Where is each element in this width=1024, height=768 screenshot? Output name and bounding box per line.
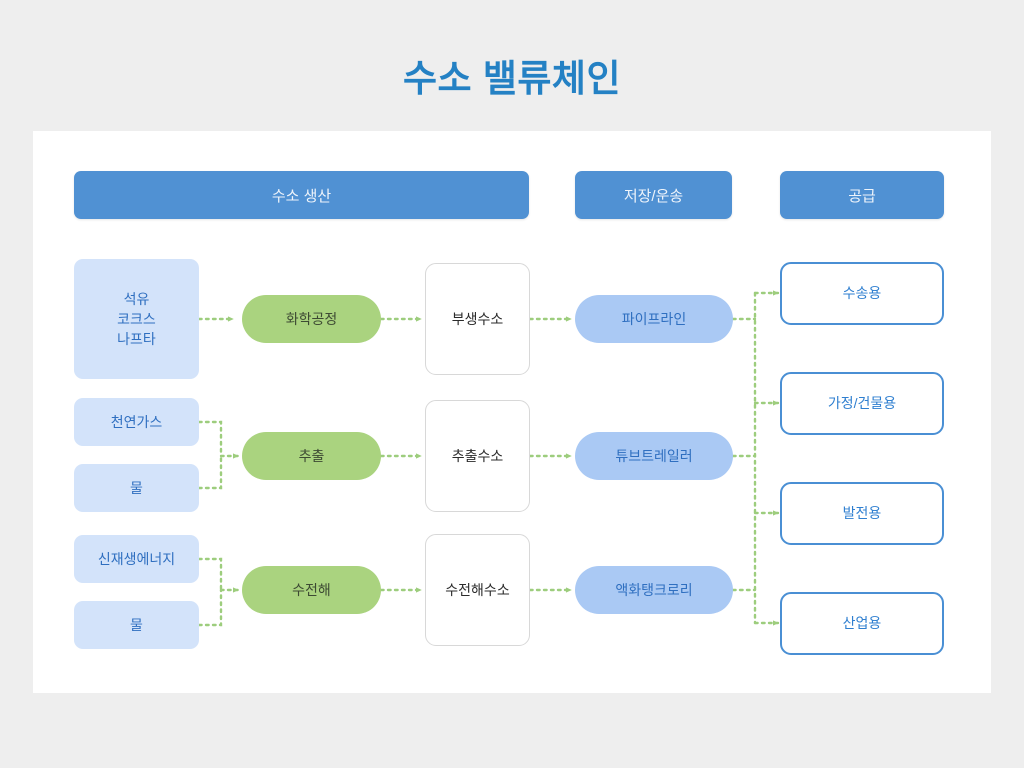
node-label-oil-coke-naphtha: 석유 코크스 나프타: [117, 290, 156, 348]
phase-label-production: 수소 생산: [271, 187, 332, 205]
node-label-home-building: 가정/건물용: [827, 395, 897, 412]
node-transport-liquid-tank-lorry[interactable]: 액화탱크로리: [575, 566, 733, 614]
node-feedstock-water-extraction[interactable]: 물: [74, 464, 199, 512]
connector-layer: [197, 290, 780, 627]
phase-label-supply: 공급: [848, 187, 876, 205]
diagram-card: 수소 생산 저장/운송 공급 석유 코크스 나프타 천연가스 물 신재생에너지: [33, 131, 991, 693]
node-label-power-generation: 발전용: [842, 505, 882, 522]
node-label-electrolysis: 수전해: [292, 581, 331, 598]
node-process-chemical-process[interactable]: 화학공정: [242, 295, 381, 343]
edge-gas-to-bus2: [197, 420, 223, 458]
node-feedstock-water-electrolysis[interactable]: 물: [74, 601, 199, 649]
node-label-extraction: 추출: [298, 447, 325, 464]
node-label-renewable-energy: 신재생에너지: [97, 550, 176, 567]
phase-bar-production[interactable]: 수소 생산: [74, 171, 529, 219]
node-usage-power-generation[interactable]: 발전용: [780, 482, 944, 545]
node-usage-transportation[interactable]: 수송용: [780, 262, 944, 325]
node-label-byproduct-hydrogen: 부생수소: [451, 310, 504, 327]
node-product-electrolytic-hydrogen[interactable]: 수전해수소: [425, 534, 530, 646]
node-label-water-electrolysis: 물: [130, 616, 143, 633]
node-process-electrolysis[interactable]: 수전해: [242, 566, 381, 614]
edge-renewable-to-bus3: [197, 557, 223, 592]
edge-water1-to-bus2: [197, 454, 223, 490]
hydrogen-value-chain-diagram: 수소 생산 저장/운송 공급 석유 코크스 나프타 천연가스 물 신재생에너지: [33, 131, 991, 693]
node-label-chemical-process: 화학공정: [285, 310, 338, 327]
node-label-extracted-hydrogen: 추출수소: [451, 447, 504, 464]
node-label-industrial: 산업용: [842, 615, 882, 632]
node-feedstock-natural-gas[interactable]: 천연가스: [74, 398, 199, 446]
page-title: 수소 밸류체인: [402, 58, 622, 99]
node-product-extracted-hydrogen[interactable]: 추출수소: [425, 400, 530, 512]
phase-bar-supply[interactable]: 공급: [780, 171, 944, 219]
node-label-pipeline: 파이프라인: [621, 310, 687, 327]
node-label-electrolytic-hydrogen: 수전해수소: [445, 581, 510, 598]
edge-water2-to-bus3: [197, 588, 223, 627]
phase-label-storage-transport: 저장/운송: [623, 187, 684, 205]
node-usage-home-building[interactable]: 가정/건물용: [780, 372, 944, 435]
node-label-tube-trailer: 튜브트레일러: [615, 447, 693, 464]
node-transport-pipeline[interactable]: 파이프라인: [575, 295, 733, 343]
node-label-transportation: 수송용: [842, 285, 882, 302]
node-label-liquid-tank-lorry: 액화탱크로리: [615, 581, 693, 598]
phase-bar-storage-transport[interactable]: 저장/운송: [575, 171, 732, 219]
node-transport-tube-trailer[interactable]: 튜브트레일러: [575, 432, 733, 480]
node-process-extraction[interactable]: 추출: [242, 432, 381, 480]
node-feedstock-oil-coke-naphtha[interactable]: 석유 코크스 나프타: [74, 259, 199, 379]
node-label-natural-gas: 천연가스: [110, 413, 163, 430]
node-product-byproduct-hydrogen[interactable]: 부생수소: [425, 263, 530, 375]
node-label-water-extraction: 물: [130, 479, 143, 496]
node-feedstock-renewable-energy[interactable]: 신재생에너지: [74, 535, 199, 583]
node-usage-industrial[interactable]: 산업용: [780, 592, 944, 655]
